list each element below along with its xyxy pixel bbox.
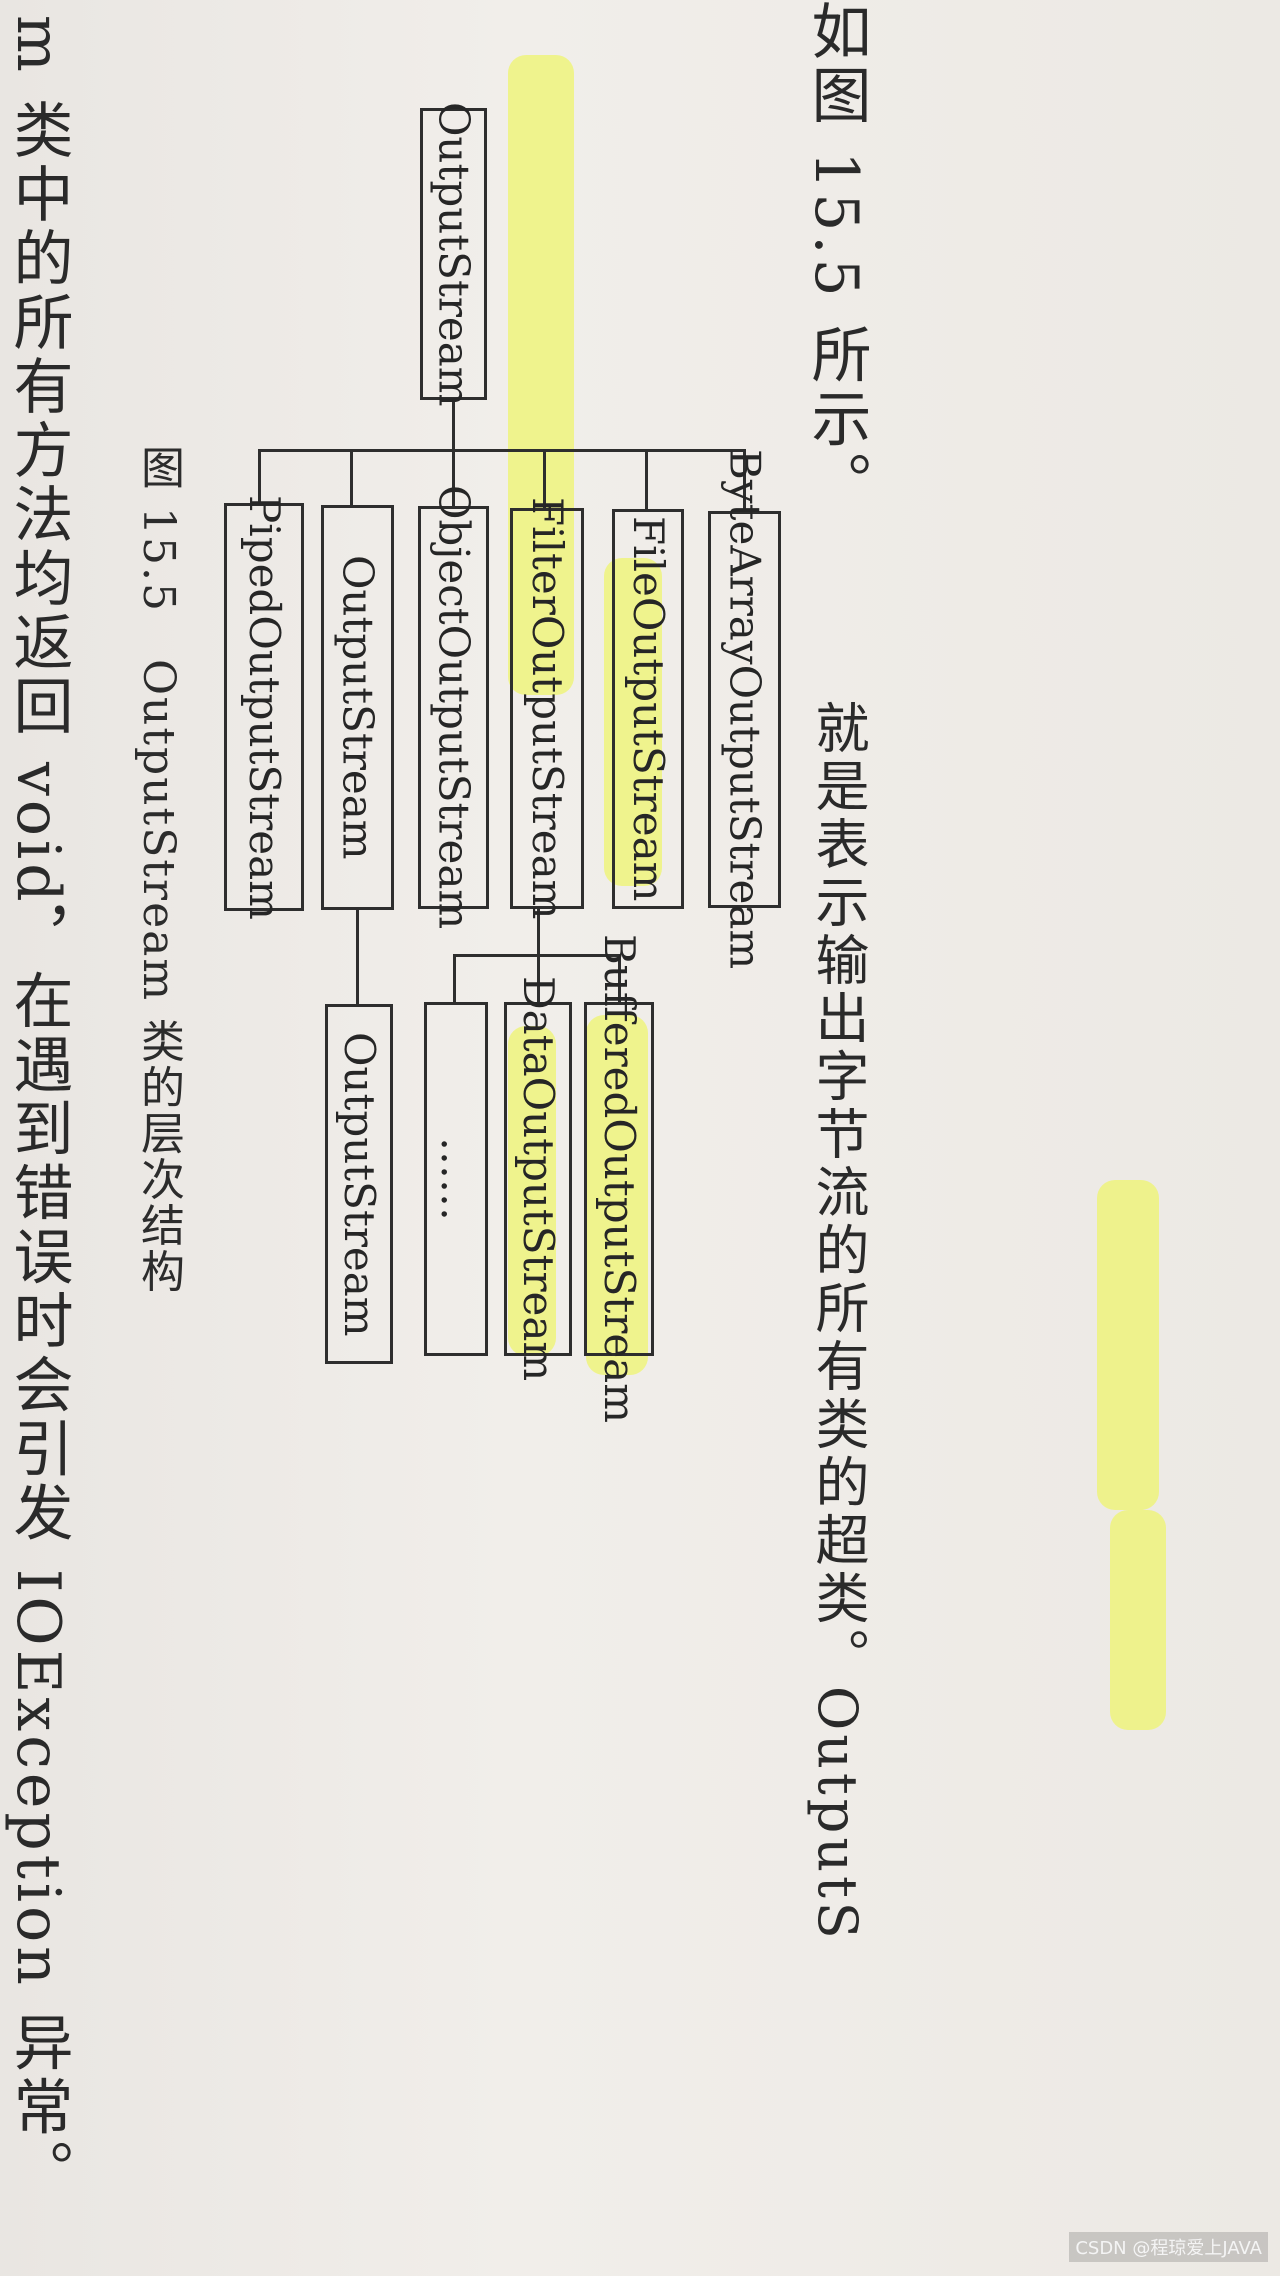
edge-children-bus (258, 449, 746, 452)
edge-to-ellipsis (453, 954, 456, 1002)
node-outputstream-root: OutputStream (420, 102, 487, 406)
highlight-buffered-output-stream (586, 1015, 648, 1375)
node-label: ByteArrayOutputStream (720, 449, 770, 970)
edge-filter-trunk (537, 909, 540, 955)
edge-to-piped (258, 449, 261, 503)
edge-to-file (645, 449, 648, 509)
node-byte-array-output-stream: ByteArrayOutputStream (708, 449, 781, 970)
highlight-ioexception (1097, 1180, 1159, 1510)
node-filter-output-stream: FilterOutputStream (510, 497, 584, 920)
paragraph-left-line: m 类中的所有方法均返回 void，在遇到错误时会引发 IOException … (3, 15, 73, 2204)
highlight-filter-column (508, 55, 574, 695)
node-label: OutputStream (335, 1031, 384, 1337)
node-label: FilterOutputStream (523, 497, 572, 920)
figure-caption: 图 15.5 OutputStream 类的层次结构 (133, 445, 184, 1295)
node-object-output-stream: ObjectOutputStream (418, 485, 489, 930)
node-label: BufferedOutputStream (595, 934, 644, 1424)
edge-to-outputstream (350, 449, 353, 505)
node-data-output-stream: DataOutputStream (504, 976, 572, 1382)
node-piped-output-stream: PipedOutputStream (224, 495, 304, 919)
node-label: …… (432, 1137, 481, 1221)
node-output-stream-child: OutputStream (321, 505, 394, 910)
node-label: FileOutputStream (624, 516, 673, 902)
edge-to-buffered (618, 954, 621, 1002)
node-label: DataOutputStream (514, 976, 563, 1382)
edge-outputstream-to-sub (356, 910, 359, 1004)
node-label: PipedOutputStream (240, 494, 289, 920)
edge-to-data (537, 954, 540, 1002)
edge-to-object (452, 449, 455, 506)
highlight-exception-word (1110, 1510, 1166, 1730)
node-file-output-stream: FileOutputStream (612, 509, 684, 909)
paragraph-right-line: 就是表示输出字节流的所有类的超类。OutputS (806, 700, 869, 1943)
paragraph-top-right-line: 如图 15.5 所示。 (801, 0, 871, 516)
csdn-watermark: CSDN @程琼爱上JAVA (1069, 2232, 1268, 2262)
node-output-stream-grandchild: OutputStream (325, 1004, 393, 1364)
node-label: ObjectOutputStream (429, 485, 479, 930)
edge-root-trunk (452, 400, 455, 450)
node-label: OutputStream (333, 555, 383, 860)
highlight-data-output-stream (508, 1026, 556, 1356)
edge-to-bytearray (743, 449, 746, 511)
edge-to-filter (543, 449, 546, 508)
node-label: OutputStream (429, 101, 479, 407)
node-ellipsis: …… (424, 1002, 488, 1356)
node-buffered-output-stream: BufferedOutputStream (584, 934, 654, 1424)
